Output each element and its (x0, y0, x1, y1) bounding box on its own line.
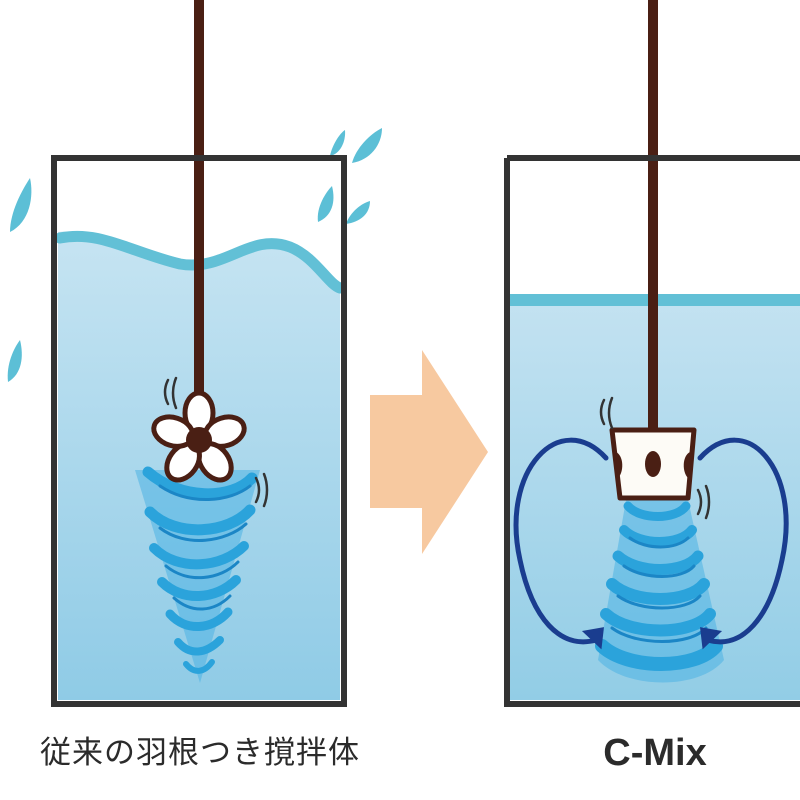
c-mix-nozzle-icon (609, 427, 697, 501)
right-tank-outline (504, 155, 800, 707)
left-water-surface (54, 230, 346, 294)
right-vibration-marks (599, 396, 711, 520)
conventional-impeller-caption: 従来の羽根つき撹拌体 (40, 735, 360, 771)
left-vibration-marks (163, 376, 269, 508)
left-vortex (135, 466, 260, 683)
conventional-tank (7, 0, 382, 707)
propeller-impeller-icon (151, 390, 247, 483)
splash-droplets (7, 128, 382, 382)
flow-arrow-left (513, 437, 609, 650)
left-tank-outline (51, 155, 347, 707)
right-arrow-icon (370, 350, 488, 554)
c-mix-tank (504, 0, 800, 707)
left-shaft (194, 0, 204, 440)
flow-arrow-right (697, 437, 789, 650)
right-shaft (648, 0, 658, 432)
c-mix-caption: C-Mix (603, 732, 707, 774)
right-vortex (595, 500, 724, 683)
